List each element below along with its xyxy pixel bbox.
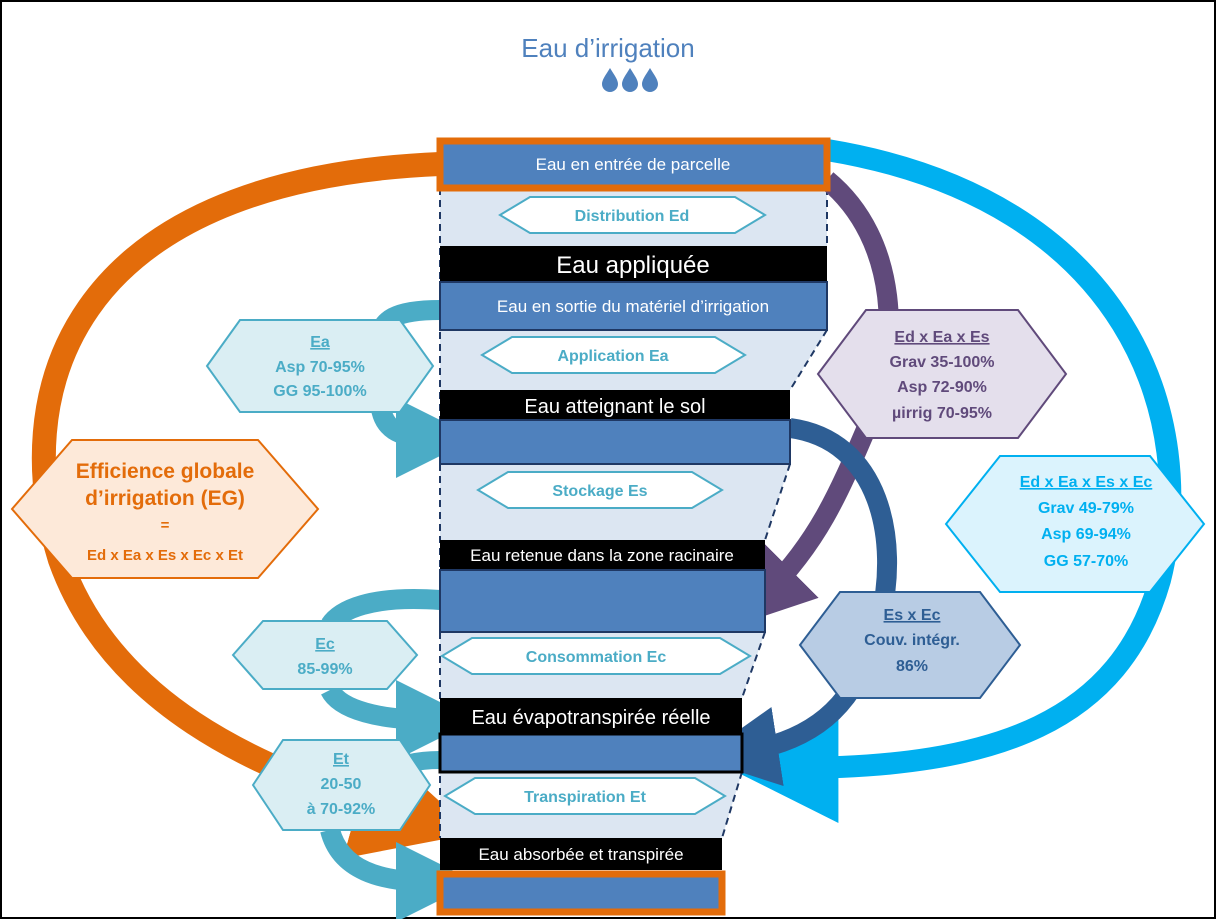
stage-bar-atteignant — [439, 419, 791, 465]
water-drop-icon — [602, 68, 618, 92]
et-line1: 20-50 — [321, 776, 362, 793]
step-distribution-label: Distribution Ed — [575, 208, 690, 225]
step-distribution-hex — [498, 196, 767, 234]
ec-head: Ec — [315, 636, 335, 653]
stage-bar-sortie-materiel — [439, 281, 828, 331]
global-efficiency-formula: Ed x Ea x Es x Ec x Et — [87, 547, 243, 564]
es-ec-line1: Couv. intégr. — [864, 632, 960, 649]
step-stockage-hex — [476, 471, 724, 509]
step-application-label: Application Ea — [557, 348, 668, 365]
stage-bar-evapo — [438, 732, 744, 774]
ec-hex — [231, 620, 419, 690]
stage-label-atteignant: Eau atteignant le sol — [524, 396, 705, 418]
et-line2: à 70-92% — [307, 801, 376, 818]
step-consommation-hex — [440, 637, 752, 675]
step-transpiration-label: Transpiration Et — [524, 789, 646, 806]
stage-header-retenue — [440, 540, 765, 570]
water-drops — [602, 68, 658, 92]
es-ec-hex — [798, 591, 1022, 699]
global-efficiency-line1: Efficience globale — [76, 460, 255, 483]
stage-header-absorbee — [440, 838, 722, 870]
et-head: Et — [333, 751, 350, 768]
water-drop-icon — [622, 68, 638, 92]
stage-label-entree: Eau en entrée de parcelle — [536, 155, 731, 174]
global-efficiency-hex — [10, 439, 320, 579]
stage-label-appliquee: Eau appliquée — [556, 252, 709, 279]
stage-bar-entree — [436, 137, 831, 192]
ed-ea-es-line3: µirrig 70-95% — [892, 405, 992, 422]
ed-ea-es-ec-head: Ed x Ea x Es x Ec — [1020, 474, 1153, 491]
ed-ea-es-line2: Asp 72-90% — [897, 379, 987, 396]
ed-ea-es-ec-hex — [944, 455, 1206, 593]
stage-label-sortie-materiel: Eau en sortie du matériel d’irrigation — [497, 297, 769, 316]
stage-header-evapo — [440, 698, 742, 734]
stage-label-retenue: Eau retenue dans la zone racinaire — [470, 546, 734, 565]
stage-bar-absorbee — [436, 870, 726, 916]
ed-ea-es-ec-line3: GG 57-70% — [1044, 553, 1128, 570]
ea-line1: Asp 70-95% — [275, 359, 365, 376]
stage-label-absorbee: Eau absorbée et transpirée — [478, 845, 683, 864]
diagram-title: Eau d’irrigation — [521, 33, 694, 63]
es-ec-line2: 86% — [896, 658, 928, 675]
ec-line1: 85-99% — [297, 661, 352, 678]
stage-header-atteignant — [440, 390, 790, 420]
water-drop-icon — [642, 68, 658, 92]
step-application-hex — [480, 336, 747, 374]
step-consommation-label: Consommation Ec — [526, 649, 667, 666]
ec-arrow-out — [321, 679, 477, 760]
ea-hex — [205, 319, 435, 413]
ea-head: Ea — [310, 334, 330, 351]
global-efficiency-line2: d’irrigation (EG) — [85, 487, 245, 510]
es-ec-head: Es x Ec — [884, 607, 941, 624]
step-stockage-label: Stockage Es — [552, 483, 647, 500]
ed-ea-es-ec-line1: Grav 49-79% — [1038, 500, 1134, 517]
step-transpiration-hex — [443, 777, 727, 815]
ed-ea-es-hex — [816, 309, 1068, 439]
ed-ea-es-ec-line2: Asp 69-94% — [1041, 526, 1131, 543]
et-hex — [251, 739, 432, 831]
global-efficiency-equals: = — [161, 517, 170, 534]
ea-line2: GG 95-100% — [273, 383, 366, 400]
ed-ea-es-line1: Grav 35-100% — [890, 354, 995, 371]
stage-label-evapo: Eau évapotranspirée réelle — [471, 707, 710, 729]
stage-bar-retenue — [439, 569, 766, 633]
ed-ea-es-head: Ed x Ea x Es — [894, 329, 989, 346]
et-arrow-out — [320, 826, 476, 919]
stage-header-appliquee — [440, 246, 827, 282]
